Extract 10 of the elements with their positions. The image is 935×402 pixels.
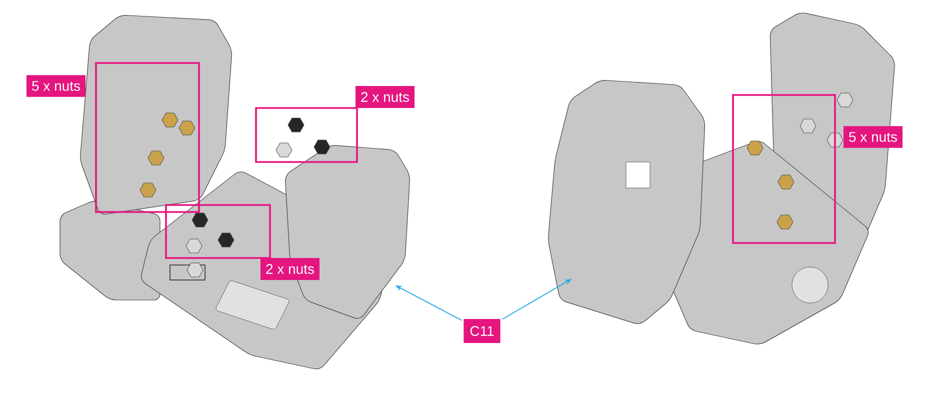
part-label: C11 [464, 319, 500, 343]
callout-frame: 2 x nuts [165, 204, 320, 280]
callout-frame: 2 x nuts [255, 86, 415, 163]
callout-frame: 5 x nuts [732, 94, 903, 244]
node-label: 2 x nuts [361, 92, 409, 102]
node-label: 2 x nuts [266, 264, 314, 274]
node-label: 5 x nuts [32, 81, 80, 91]
node-label: 5 x nuts [849, 132, 897, 142]
callout-frame: 5 x nuts [26, 62, 200, 213]
part-drawing [548, 12, 895, 344]
